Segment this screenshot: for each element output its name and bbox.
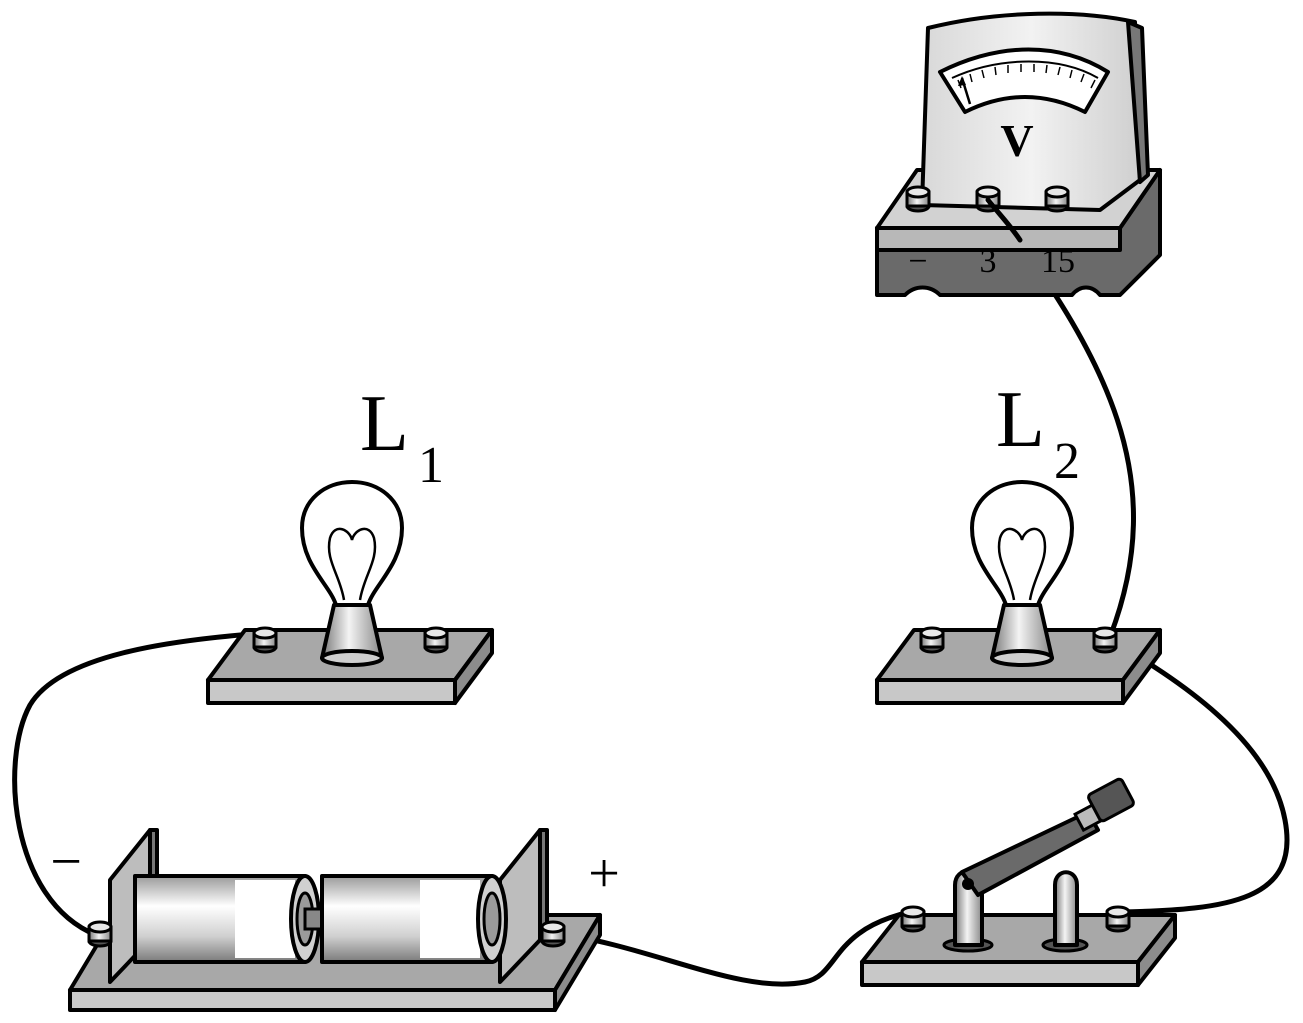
battery-positive-label: + (588, 843, 620, 905)
lamp-2: L 2 (875, 376, 1162, 705)
wire-switch-to-lamp2 (1102, 634, 1290, 915)
knife-switch (860, 777, 1177, 987)
voltmeter-scale-ticks (957, 64, 1096, 89)
lamp1-label-letter: L (360, 380, 409, 468)
wire-voltmeter-lead (985, 197, 1023, 243)
voltmeter-label-15: 15 (1041, 243, 1075, 280)
lamp1-right-terminal (423, 626, 449, 654)
battery-negative-label: − (50, 831, 82, 893)
voltmeter-terminal-15 (1044, 185, 1070, 213)
lamp-1: L 1 (206, 380, 494, 705)
lamp2-label-letter: L (996, 376, 1045, 464)
lamp2-left-terminal (919, 626, 945, 654)
switch-left-terminal (900, 905, 926, 933)
wire-battery-neg-to-lamp1 (12, 630, 268, 938)
voltmeter: V − 3 15 (875, 11, 1162, 297)
battery-negative-terminal (87, 920, 113, 948)
battery-cell-2 (320, 874, 508, 964)
lamp1-left-terminal (252, 626, 278, 654)
battery-holder: − + (50, 828, 620, 1012)
voltmeter-label-3: 3 (980, 243, 997, 280)
switch-right-terminal (1105, 905, 1131, 933)
wires (12, 197, 1290, 987)
voltmeter-terminal-negative (905, 185, 931, 213)
voltmeter-label-negative: − (908, 243, 927, 280)
lamp1-bulb (300, 480, 404, 607)
battery-positive-terminal (540, 920, 566, 948)
wire-battery-pos-to-switch (550, 909, 913, 987)
battery-cell-1 (133, 874, 327, 964)
lamp2-bulb (970, 480, 1074, 607)
lamp1-label-sub: 1 (418, 437, 444, 494)
lamp2-label-sub: 2 (1054, 433, 1080, 490)
voltmeter-symbol: V (1000, 115, 1033, 166)
lamp2-right-terminal (1092, 626, 1118, 654)
